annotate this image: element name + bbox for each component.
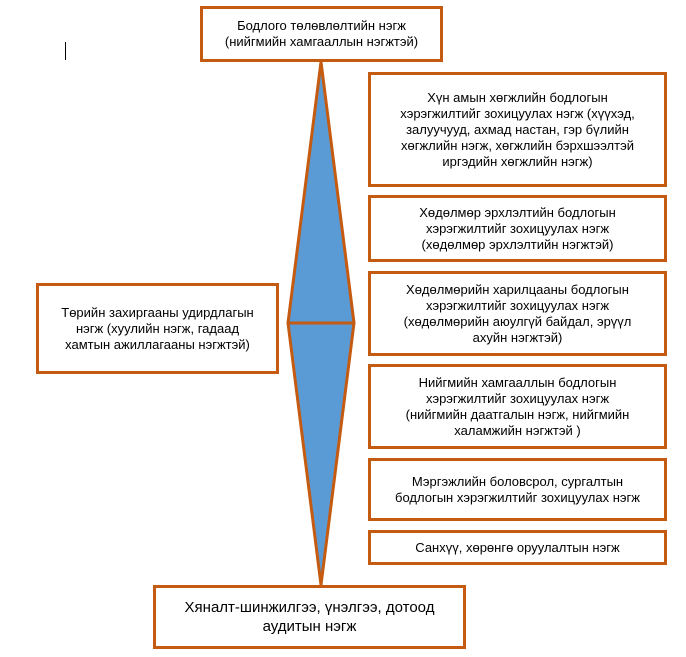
right-box-3-line-1: Хөдөлмөрийн харилцааны бодлогын	[406, 281, 629, 297]
diamond-upper-half	[286, 60, 356, 325]
bottom-box-line-2: аудитын нэгж	[262, 618, 357, 635]
right-box-1-line-1: Хүн амын хөгжлийн бодлогын	[427, 89, 608, 105]
right-box-1-line-5: иргэдийн хөгжлийн нэгж)	[442, 153, 593, 169]
right-box-4-line-1: Нийгмийн хамгааллын бодлогын	[418, 374, 617, 390]
left-box-line-2: нэгж (хуулийн нэгж, гадаад	[75, 320, 240, 336]
text-cursor	[65, 42, 66, 60]
right-box-5-line-2: бодлогын хэрэгжилтийг зохицуулах нэгж	[395, 489, 640, 505]
bottom-box-line-1: Хяналт-шинжилгээ, үнэлгээ, дотоод	[184, 599, 435, 616]
right-box-2-line-3: (хөдөлмөр эрхлэлтийн нэгжтэй)	[421, 236, 614, 252]
right-box-2-line-2: хэрэгжилтийг зохицуулах нэгж	[425, 220, 610, 236]
right-box-4-line-2: хэрэгжилтийг зохицуулах нэгж	[425, 390, 610, 406]
top-box-line-2: (нийгмийн хамгааллын нэгжтэй)	[224, 34, 419, 49]
left-box-public-administration: Төрийн захиргааны удирдлагын нэгж (хуули…	[36, 283, 279, 374]
bottom-box-monitoring-audit: Хяналт-шинжилгээ, үнэлгээ, дотоод аудиты…	[153, 585, 466, 649]
right-box-vocational-education: Мэргэжлийн боловсрол, сургалтын бодлогын…	[368, 458, 667, 521]
right-box-3-line-3: (хөдөлмөрийн аюулгүй байдал, эрүүл	[403, 313, 632, 329]
right-box-4-line-3: (нийгмийн даатгалын нэгж, нийгмийн	[405, 406, 630, 422]
right-box-labor-relations: Хөдөлмөрийн харилцааны бодлогын хэрэгжил…	[368, 271, 667, 356]
left-box-line-1: Төрийн захиргааны удирдлагын	[61, 304, 254, 320]
top-box-policy-planning: Бодлого төлөвлөлтийн нэгж (нийгмийн хамг…	[200, 6, 443, 62]
right-box-population-development: Хүн амын хөгжлийн бодлогын хэрэгжилтийг …	[368, 72, 667, 187]
right-box-6-line-1: Санхүү, хөрөнгө оруулалтын нэгж	[415, 539, 620, 555]
top-box-line-1: Бодлого төлөвлөлтийн нэгж	[237, 18, 406, 33]
right-box-1-line-3: залуучууд, ахмад настан, гэр бүлийн	[406, 121, 629, 137]
right-box-4-line-4: халамжийн нэгжтэй )	[454, 422, 581, 438]
right-box-5-line-1: Мэргэжлийн боловсрол, сургалтын	[411, 473, 624, 489]
left-box-line-3: хамтын ажиллагааны нэгжтэй)	[65, 336, 250, 352]
right-box-1-line-4: хөгжлийн нэгж, хөгжлийн бэрхшээлтэй	[401, 137, 634, 153]
right-box-3-line-4: ахуйн нэгжтэй)	[472, 329, 563, 345]
right-box-1-line-2: хэрэгжилтийг зохицуулах нэгж (хүүхэд,	[400, 105, 635, 121]
right-box-social-protection: Нийгмийн хамгааллын бодлогын хэрэгжилтий…	[368, 364, 667, 449]
right-box-2-line-1: Хөдөлмөр эрхлэлтийн бодлогын	[419, 204, 616, 220]
right-box-finance-investment: Санхүү, хөрөнгө оруулалтын нэгж	[368, 530, 667, 565]
right-box-3-line-2: хэрэгжилтийг зохицуулах нэгж	[425, 297, 610, 313]
diamond-lower-half	[286, 321, 356, 587]
right-box-employment: Хөдөлмөр эрхлэлтийн бодлогын хэрэгжилтий…	[368, 195, 667, 262]
